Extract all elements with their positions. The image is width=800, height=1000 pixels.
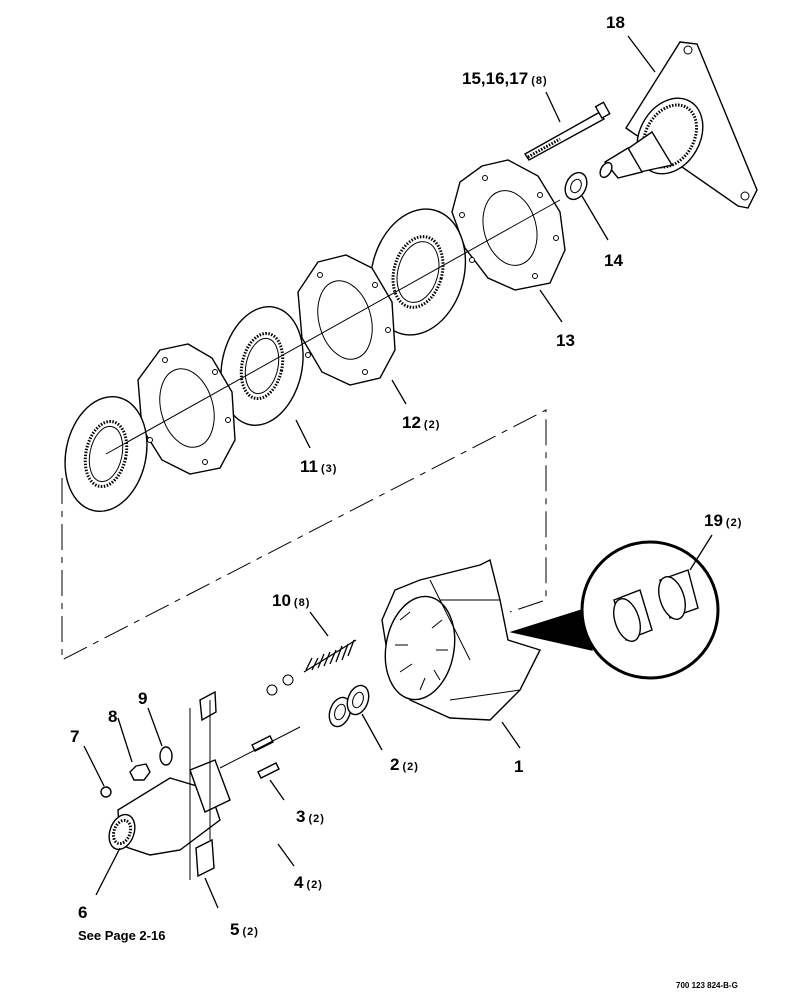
part-11-friction-disc-upper (369, 208, 467, 336)
callout-14: 14 (604, 251, 623, 270)
callout-6: 6 (78, 903, 87, 922)
disc-axis-line (105, 199, 561, 455)
drawing-code: 700 123 824-B-G (676, 981, 738, 990)
callout-19: 19(2) (704, 511, 742, 530)
callout-4: 4(2) (294, 873, 323, 892)
part-18-mounting-plate (599, 41, 758, 209)
callout-1: 1 (514, 757, 523, 776)
callout-13: 13 (556, 331, 575, 350)
part-11-friction-disc-middle (220, 306, 304, 426)
part-19-bushing-b (658, 569, 699, 620)
callout-11: 11(3) (300, 457, 337, 476)
part-7-bolt (100, 786, 112, 798)
part-10-spring (266, 639, 357, 696)
leader-lines (83, 35, 713, 909)
part-19-bushing-a (613, 589, 653, 642)
part-13-pressure-plate (451, 159, 566, 291)
part-8-nut (129, 763, 151, 781)
callout-9: 9 (138, 689, 147, 708)
callout-7: 7 (70, 727, 79, 746)
callout-3: 3(2) (296, 807, 325, 826)
callout-12: 12(2) (402, 413, 440, 432)
alignment-frame (61, 409, 547, 661)
part-1-clutch-hub (381, 558, 541, 721)
callout-labels: 18 15,16,17(8) 14 13 12(2) 11(3) 19(2) 1… (70, 13, 742, 990)
detail-circle-19 (509, 540, 720, 680)
part-9-washer (159, 746, 173, 766)
callout-18: 18 (606, 13, 625, 32)
part-2-washers (328, 684, 370, 728)
part-6-yoke (108, 690, 231, 880)
part-3-pins (219, 726, 301, 779)
part-14-washer (564, 171, 588, 201)
callout-15-16-17: 15,16,17(8) (462, 69, 548, 88)
callout-10: 10(8) (272, 591, 310, 610)
callout-8: 8 (108, 707, 117, 726)
callout-2: 2(2) (390, 755, 419, 774)
see-page-note: See Page 2-16 (78, 928, 165, 943)
callout-5: 5(2) (230, 920, 259, 939)
part-15-bolt (523, 101, 611, 161)
